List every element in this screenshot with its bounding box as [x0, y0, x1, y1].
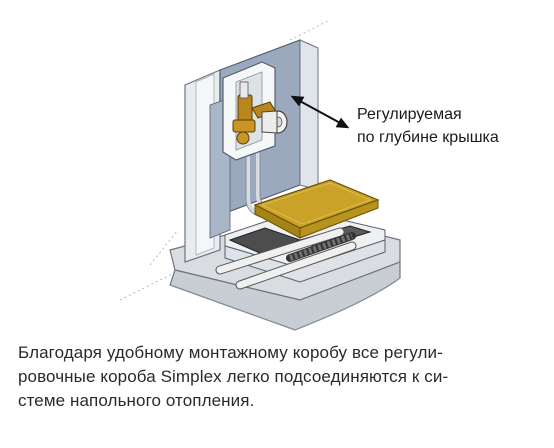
caption-line-3: стеме напольного отопления.: [18, 391, 255, 410]
depth-adjustable-cover-label: Регулируемая по глубине крышка: [357, 103, 547, 149]
cover-plate: [253, 179, 380, 239]
callout-line-1: Регулируемая: [357, 106, 462, 123]
valve-assembly: [232, 81, 288, 145]
floor-heating-installation-illustration: [119, 19, 401, 331]
callout-line-2: по глубине крышка: [357, 129, 499, 146]
floor-heating-pipes: [215, 227, 357, 290]
caption-line-2: ровочные короба Simplex легко подсоединя…: [18, 367, 449, 386]
depth-adjustment-arrow: [290, 95, 350, 129]
caption-line-1: Благодаря удобному монтажному коробу все…: [18, 343, 443, 362]
caption-text: Благодаря удобному монтажному коробу все…: [18, 341, 540, 413]
